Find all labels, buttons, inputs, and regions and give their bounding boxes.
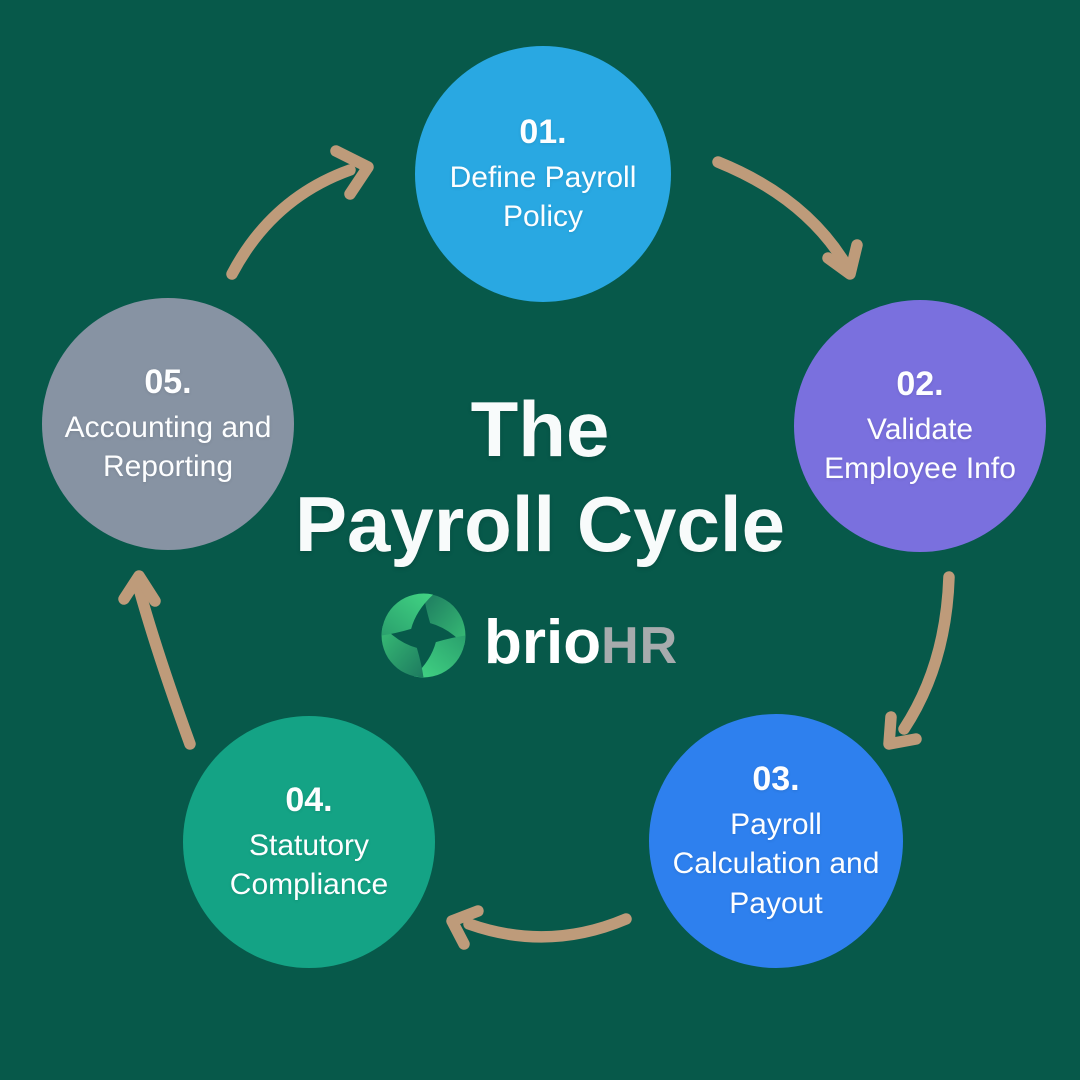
step-2-label: Validate Employee Info — [824, 412, 1016, 485]
swirl-blades — [381, 593, 466, 678]
step-circle-4: 04. Statutory Compliance — [183, 716, 435, 968]
title-line-1: The — [470, 385, 610, 473]
brio-swirl-icon — [381, 593, 466, 678]
step-circle-2: 02. Validate Employee Info — [794, 300, 1046, 552]
step-3-label: Payroll Calculation and Payout — [672, 807, 880, 920]
brio-hr-logo: brioHR — [484, 610, 678, 675]
arrow-step2-to-step3-icon — [883, 571, 955, 750]
logo-suffix-text: HR — [601, 617, 679, 675]
step-4-label: Statutory Compliance — [229, 828, 389, 901]
step-5-label: Accounting and Reporting — [64, 410, 272, 483]
page-title: The Payroll Cycle — [0, 382, 1080, 572]
arrow-step1-to-step2-icon — [712, 156, 863, 280]
step-circle-1: 01. Define Payroll Policy — [415, 46, 671, 302]
step-4-number: 04. — [285, 780, 333, 819]
step-3-number: 03. — [752, 760, 800, 799]
step-5-number: 05. — [144, 362, 192, 401]
step-circle-5: 05. Accounting and Reporting — [42, 298, 294, 550]
logo-brand-text: brio — [484, 608, 602, 677]
arrow-step5-to-step1-icon — [226, 145, 374, 280]
title-line-2: Payroll Cycle — [295, 480, 785, 569]
step-1-number: 01. — [519, 112, 567, 151]
arrow-step3-to-step4-icon — [446, 905, 632, 950]
arrow-step4-to-step5-icon — [118, 570, 196, 750]
step-2-number: 02. — [896, 364, 944, 403]
step-1-label: Define Payroll Policy — [449, 160, 637, 233]
step-circle-3: 03. Payroll Calculation and Payout — [649, 714, 903, 968]
